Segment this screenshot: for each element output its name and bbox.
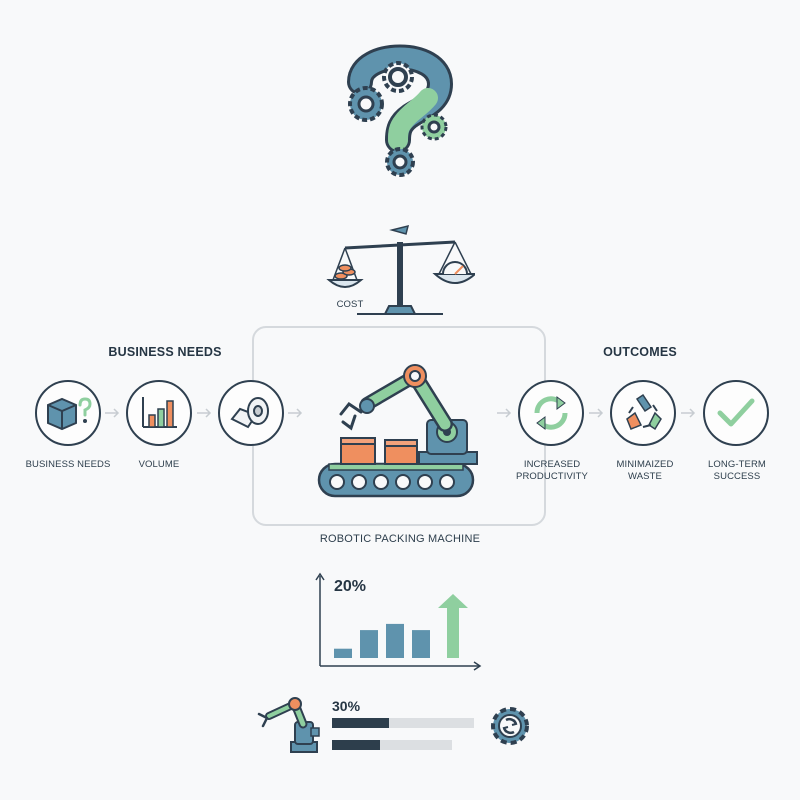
outcome-label-waste-1: MINIMAIZED: [616, 459, 674, 470]
long-term-success-node: [703, 380, 769, 446]
input-label-business-needs: BUSINESS NEEDS: [25, 459, 111, 470]
progress-fill-1: [332, 718, 389, 728]
outcome-label-productivity-2: PRODUCTIVITY: [516, 471, 588, 482]
growth-percent-label: 20%: [334, 578, 367, 595]
arrow-right-icon: [197, 408, 212, 418]
check-icon: [717, 398, 755, 427]
outcome-label-success: LONG-TERM SUCCESS: [708, 459, 766, 482]
outcome-label-waste-2: WASTE: [628, 471, 662, 482]
growth-bar: [412, 630, 430, 658]
robot-arm-icon: [257, 697, 320, 753]
growth-chart: [315, 572, 482, 671]
bar-chart-icon: [142, 397, 177, 428]
outcome-label-productivity-1: INCREASED: [523, 459, 581, 470]
arrow-right-icon: [105, 408, 120, 418]
gear-sync-icon: [491, 707, 529, 745]
growth-bar: [334, 648, 352, 658]
recycle-icon: [626, 393, 662, 431]
machine-label: ROBOTIC PACKING MACHINE: [319, 533, 481, 545]
efficiency-progress-bar-2: [332, 740, 452, 750]
volume-node: [126, 380, 192, 446]
scale-cost-label: COST: [336, 299, 364, 310]
business-needs-header: BUSINESS NEEDS: [108, 345, 222, 359]
question-gears-icon: [347, 44, 454, 177]
growth-arrow-icon: [438, 594, 468, 658]
input-label-volume: VOLUME: [138, 459, 180, 470]
increased-productivity-node: [518, 380, 584, 446]
growth-bar: [360, 630, 378, 658]
business-needs-node: [35, 380, 101, 446]
robotic-packing-machine-icon: [317, 364, 478, 498]
arrow-right-icon: [288, 408, 303, 418]
arrow-right-icon: [589, 408, 604, 418]
minimized-waste-node: [610, 380, 676, 446]
efficiency-progress-bar-1: [332, 718, 474, 728]
arrow-right-icon: [681, 408, 696, 418]
growth-bar: [386, 623, 404, 658]
outcomes-header: OUTCOMES: [603, 345, 677, 359]
packaging-roll-icon: [230, 397, 269, 429]
progress-fill-2: [332, 740, 380, 750]
refresh-cycle-icon: [534, 396, 568, 430]
packaging-roll-node: [218, 380, 284, 446]
balance-scale-icon: [326, 224, 475, 315]
box-question-icon: [47, 397, 92, 431]
efficiency-percent-label: 30%: [332, 698, 361, 714]
arrow-right-icon: [497, 408, 512, 418]
